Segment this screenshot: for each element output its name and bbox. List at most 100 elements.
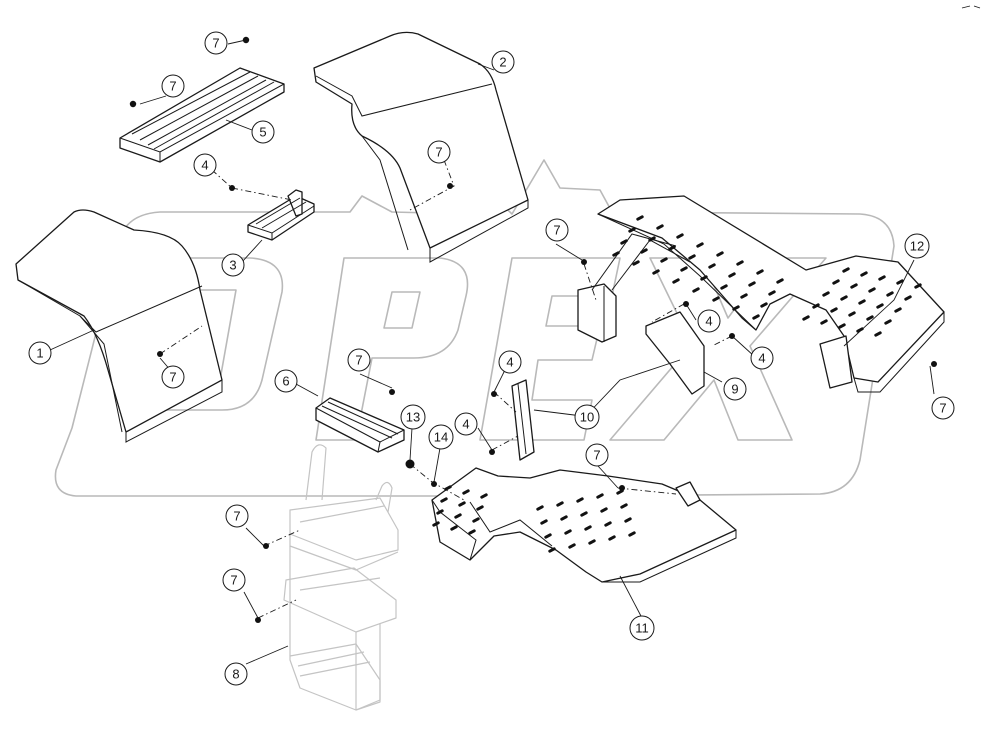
callout-label: 4 <box>201 158 208 173</box>
slot-hole <box>696 242 704 248</box>
slot-hole <box>820 319 828 325</box>
part-8-ladder <box>283 444 399 711</box>
slot-hole <box>580 511 588 517</box>
slot-hole <box>868 287 876 293</box>
bolt-icon <box>255 617 261 623</box>
slot-hole <box>802 315 810 321</box>
slot-hole <box>600 507 608 513</box>
slot-hole <box>640 248 648 254</box>
callout-6: 6 <box>274 369 298 393</box>
slot-hole <box>700 275 708 281</box>
slot-hole <box>894 307 902 313</box>
bolt-icon <box>242 36 250 44</box>
slot-hole <box>548 547 556 553</box>
slot-hole <box>454 513 462 519</box>
slot-hole <box>914 283 922 289</box>
callout-11: 11 <box>629 615 655 641</box>
slot-hole <box>632 260 640 266</box>
slot-hole <box>842 267 850 273</box>
slot-hole <box>668 245 676 251</box>
slot-hole <box>756 269 764 275</box>
callout-7: 7 <box>545 218 569 242</box>
callout-7: 7 <box>222 568 246 592</box>
fasteners <box>129 36 937 623</box>
slot-hole <box>432 521 440 527</box>
bolt-icon <box>729 333 735 339</box>
slot-hole <box>588 539 596 545</box>
callout-7: 7 <box>347 348 371 372</box>
callout-13: 13 <box>400 404 426 430</box>
bolt-icon <box>491 391 497 397</box>
slot-hole <box>904 295 912 301</box>
slot-hole <box>468 529 476 535</box>
callout-label: 8 <box>232 667 239 682</box>
slot-hole <box>584 525 592 531</box>
slot-hole <box>628 531 636 537</box>
callout-7: 7 <box>585 443 609 467</box>
callout-1: 1 <box>28 341 52 365</box>
slot-hole <box>876 303 884 309</box>
slot-hole <box>716 251 724 257</box>
callout-label: 14 <box>434 430 448 445</box>
slot-hole <box>752 314 760 320</box>
slot-hole <box>648 236 656 242</box>
callout-7: 7 <box>427 140 451 164</box>
leader-lines <box>49 39 935 665</box>
bolt-icon <box>405 459 415 469</box>
callout-label: 6 <box>282 374 289 389</box>
slot-hole <box>708 263 716 269</box>
callout-label: 7 <box>939 401 946 416</box>
slot-hole <box>560 515 568 521</box>
callout-4: 4 <box>454 412 478 436</box>
slot-hole <box>896 279 904 285</box>
slot-hole <box>620 503 628 509</box>
bolt-icon <box>619 485 625 491</box>
part-9-mud-flap <box>645 311 705 395</box>
callout-label: 7 <box>553 223 560 238</box>
slot-hole <box>856 327 864 333</box>
slot-hole <box>476 505 484 511</box>
slot-hole <box>564 529 572 535</box>
callout-label: 4 <box>462 417 469 432</box>
slot-hole <box>866 315 874 321</box>
callout-label: 7 <box>355 353 362 368</box>
callout-label: 13 <box>406 410 420 425</box>
callout-5: 5 <box>251 120 275 144</box>
part-6-step-plate <box>315 397 405 453</box>
slot-hole <box>540 519 548 525</box>
callout-10: 10 <box>574 404 600 430</box>
callout-4: 4 <box>193 153 217 177</box>
bolt-icon <box>683 301 689 307</box>
slot-hole <box>878 275 886 281</box>
slot-hole <box>596 493 604 499</box>
slot-hole <box>672 278 680 284</box>
slot-hole <box>624 517 632 523</box>
slot-hole <box>728 272 736 278</box>
slot-hole <box>760 302 768 308</box>
callout-9: 9 <box>723 377 747 401</box>
callout-label: 7 <box>169 370 176 385</box>
part-5-step-plate <box>119 67 285 163</box>
slot-hole <box>436 509 444 515</box>
slot-hole <box>886 291 894 297</box>
callout-label: 7 <box>230 573 237 588</box>
callout-7: 7 <box>161 74 185 98</box>
callout-label: 4 <box>705 314 712 329</box>
slot-hole <box>568 543 576 549</box>
nut-icon <box>431 481 437 487</box>
slot-hole <box>884 319 892 325</box>
callout-4: 4 <box>697 309 721 333</box>
slot-hole <box>480 493 488 499</box>
bolt-icon <box>581 259 587 265</box>
bolt-icon <box>447 183 453 189</box>
slot-hole <box>732 305 740 311</box>
bolt-icon <box>931 361 937 367</box>
slot-hole <box>544 533 552 539</box>
slot-hole <box>860 271 868 277</box>
slot-hole <box>858 299 866 305</box>
callout-3: 3 <box>221 253 245 277</box>
slot-hole <box>740 293 748 299</box>
slot-hole <box>830 307 838 313</box>
slot-hole <box>620 239 628 245</box>
